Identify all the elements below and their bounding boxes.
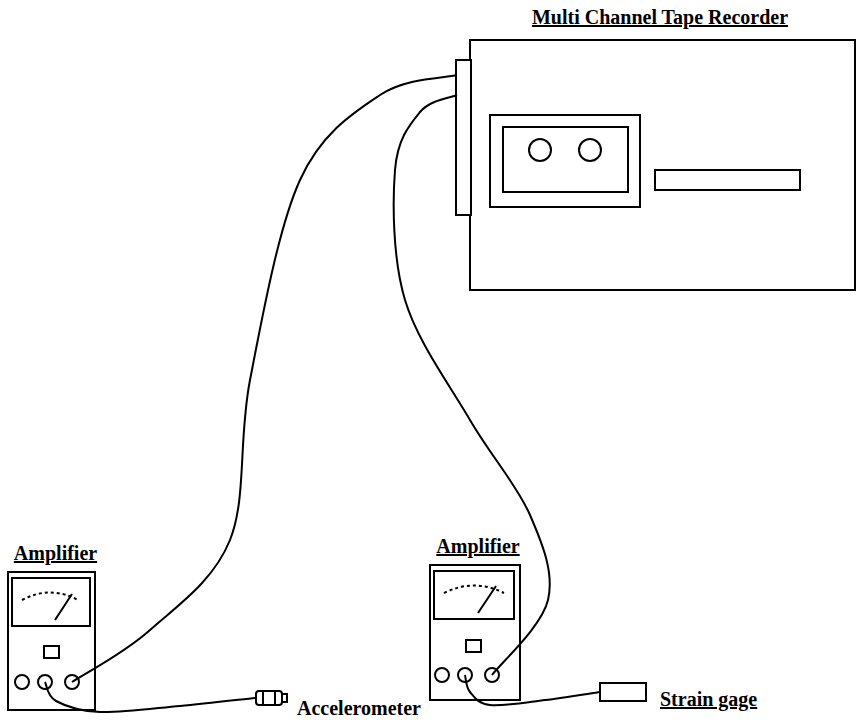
node-label: Strain gage (660, 688, 856, 711)
amplifier-node: Amplifier (5, 540, 106, 712)
amplifier-node: Amplifier (425, 533, 531, 703)
signal-cable (45, 682, 255, 712)
recorder-node: Multi Channel Tape Recorder (455, 0, 859, 40)
node-label: Amplifier (5, 542, 106, 565)
node-label: Multi Channel Tape Recorder (455, 6, 859, 29)
amplifier-body (430, 565, 520, 700)
node-label: Accelerometer (297, 697, 461, 720)
signal-cable (465, 675, 600, 705)
accelerometer-sensor (256, 691, 287, 705)
tape-recorder (456, 40, 855, 290)
amplifier-body (8, 572, 95, 710)
signal-cable (394, 95, 550, 675)
strain-gage-sensor (600, 683, 646, 701)
node-label: Amplifier (425, 535, 531, 558)
sensor-node: Strain gage (600, 680, 856, 714)
signal-cable (72, 75, 457, 682)
sensor-node: Accelerometer (255, 687, 461, 719)
